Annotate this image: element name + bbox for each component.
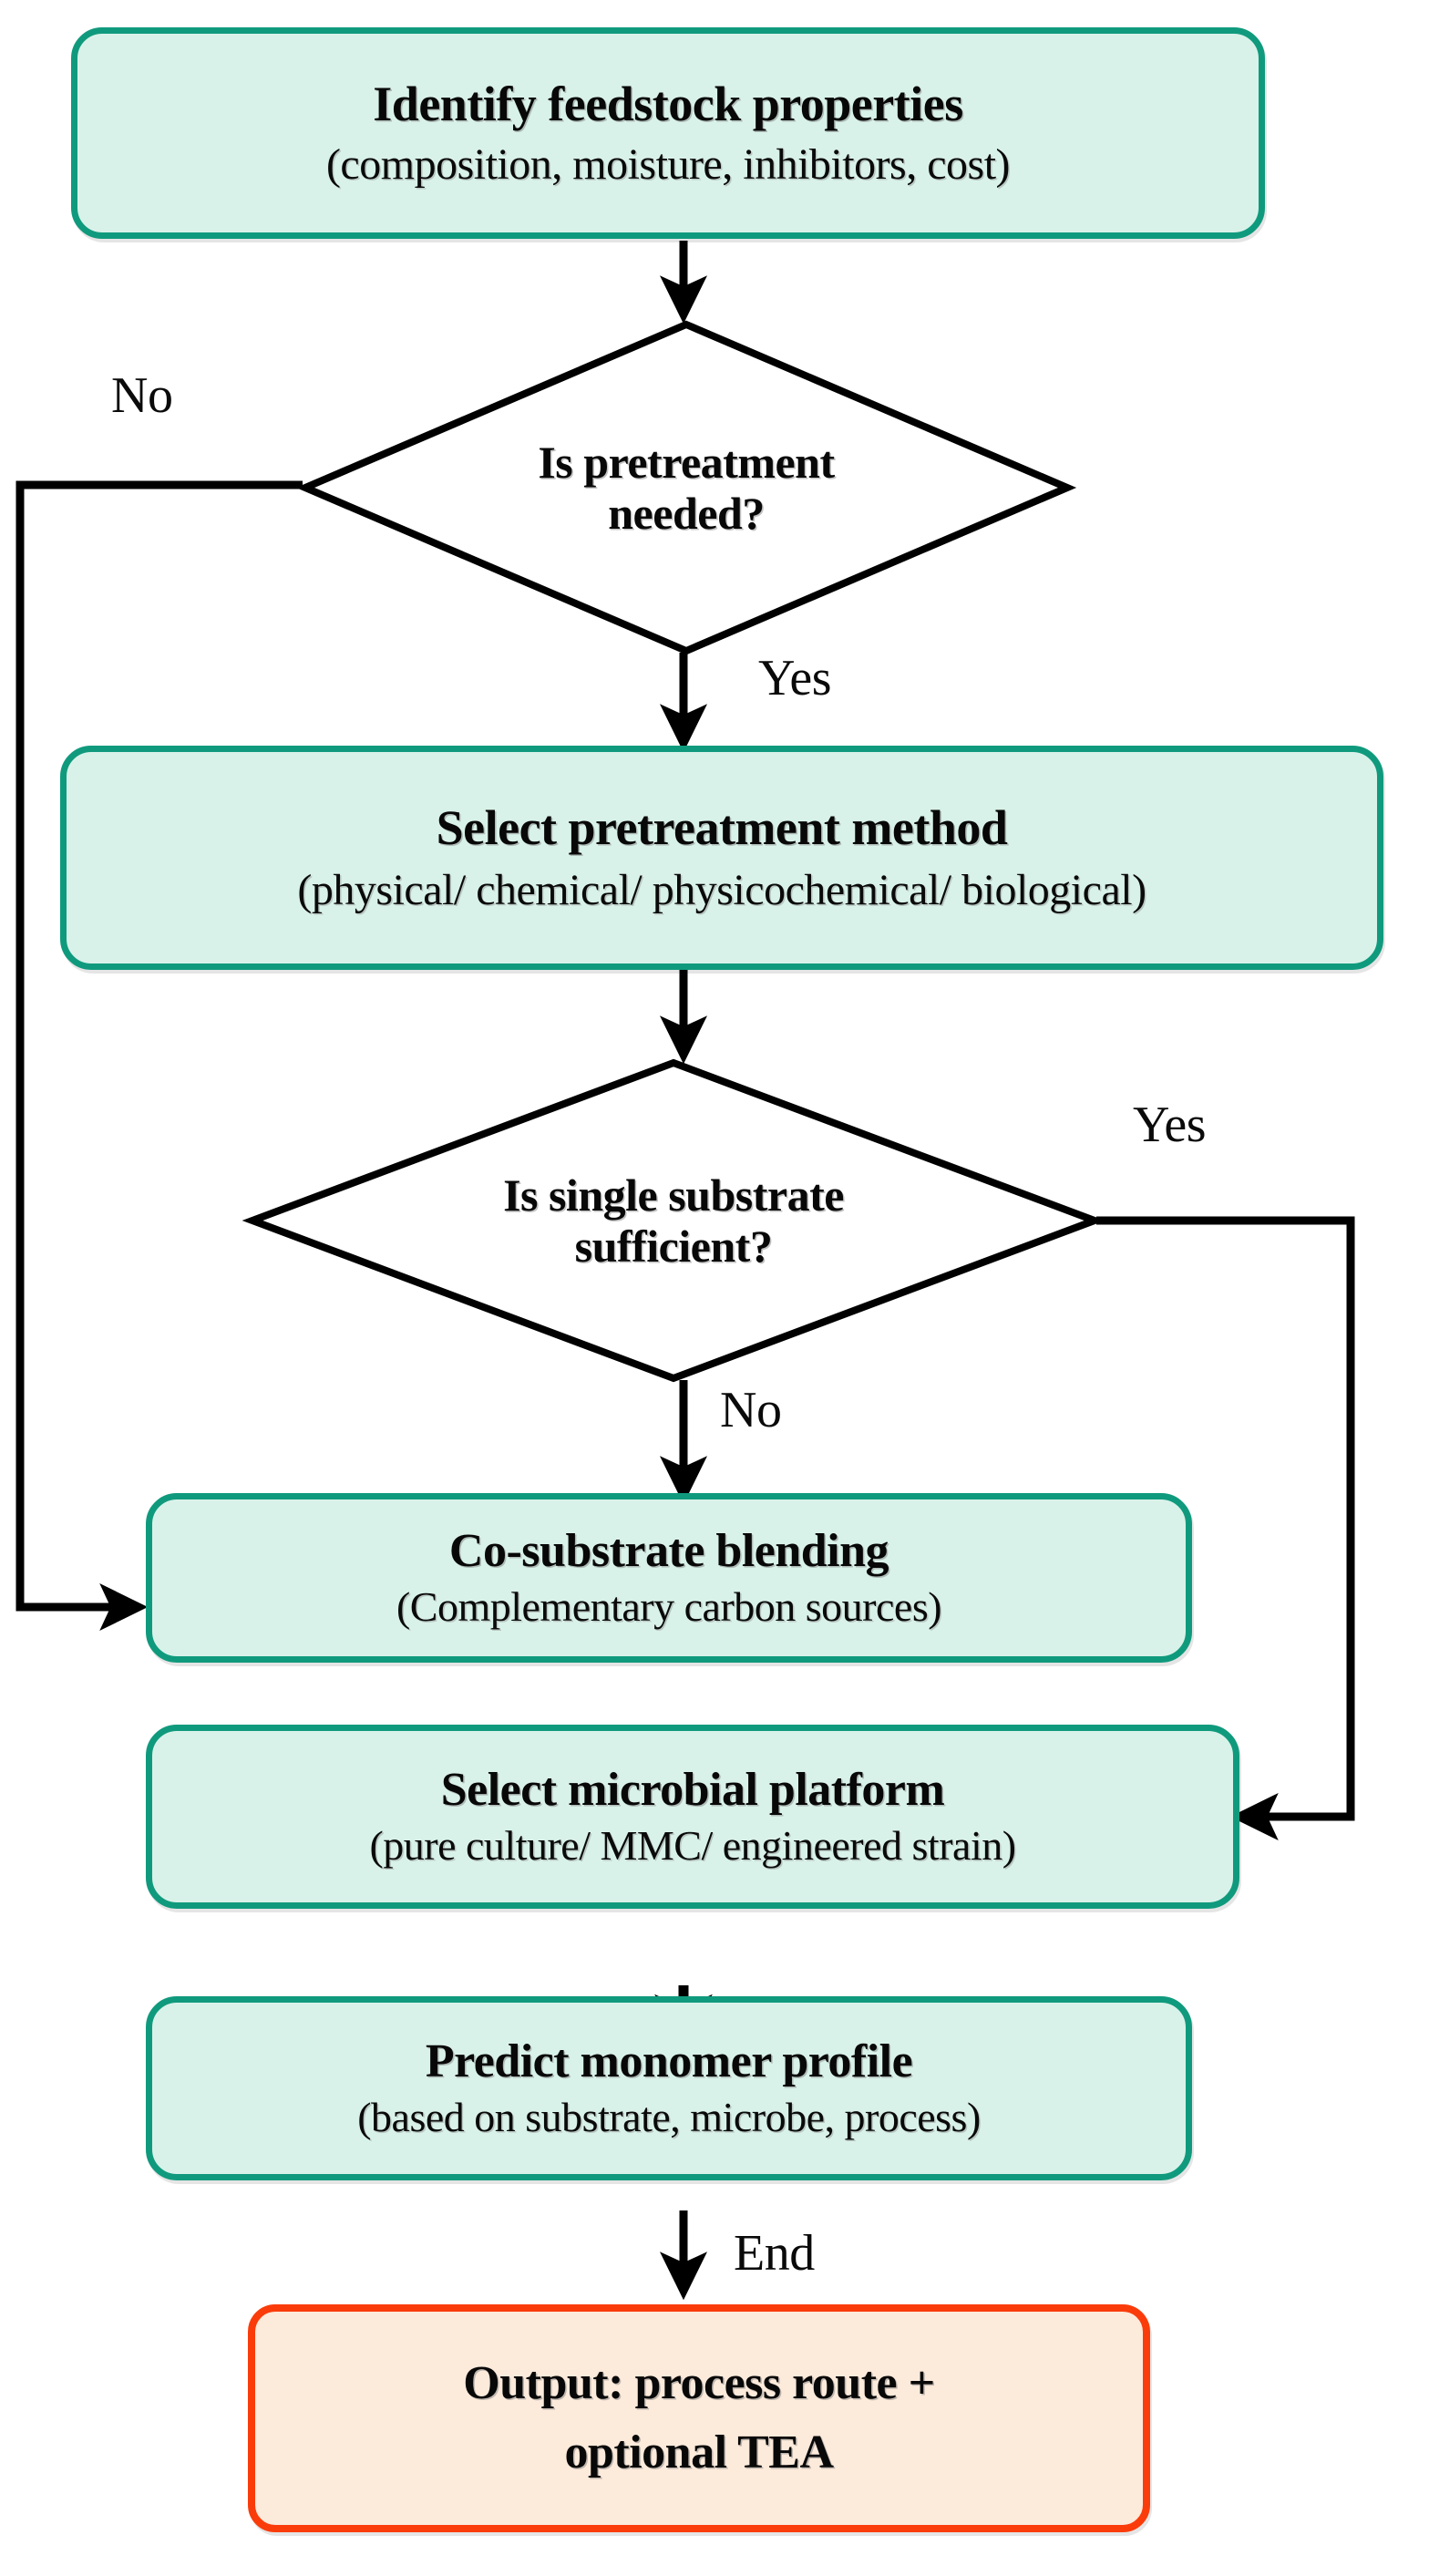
edge-label-no-substrate: No <box>720 1382 782 1438</box>
node-predict-monomer-profile[interactable]: Predict monomer profile (based on substr… <box>146 1996 1192 2180</box>
edge-substrate-yes-loop <box>1096 1216 1355 1841</box>
node-title: Co-substrate blending <box>448 1524 889 1577</box>
edge-label-yes-substrate: Yes <box>1133 1097 1206 1153</box>
diamond-shape <box>295 320 1077 655</box>
edge-label-yes-pretreatment: Yes <box>758 650 831 706</box>
node-output-process-route[interactable]: Output: process route + optional TEA <box>248 2304 1150 2532</box>
edge-label-end: End <box>734 2225 815 2282</box>
node-title: Select microbial platform <box>440 1763 945 1816</box>
node-co-substrate-blending[interactable]: Co-substrate blending (Complementary car… <box>146 1493 1192 1663</box>
node-title: Predict monomer profile <box>425 2035 913 2087</box>
node-subtitle: (composition, moisture, inhibitors, cost… <box>325 139 1011 189</box>
node-is-pretreatment-needed[interactable]: Is pretreatment needed? <box>295 320 1077 655</box>
edge-label-no-pretreatment: No <box>111 367 173 424</box>
node-select-microbial-platform[interactable]: Select microbial platform (pure culture/… <box>146 1725 1239 1909</box>
diamond-shape <box>242 1058 1105 1383</box>
edge-pretreatment-no-loop <box>15 480 303 1632</box>
node-subtitle: (pure culture/ MMC/ engineered strain) <box>369 1821 1016 1869</box>
node-title: Select pretreatment method <box>436 799 1008 855</box>
node-is-single-substrate-sufficient[interactable]: Is single substrate sufficient? <box>242 1058 1105 1383</box>
node-line-1: Output: process route + <box>463 2356 935 2409</box>
node-subtitle: (based on substrate, microbe, process) <box>357 2093 981 2140</box>
node-subtitle: (physical/ chemical/ physicochemical/ bi… <box>297 865 1146 914</box>
node-subtitle: (Complementary carbon sources) <box>396 1582 942 1630</box>
node-identify-feedstock-properties[interactable]: Identify feedstock properties (compositi… <box>71 27 1265 239</box>
node-select-pretreatment-method[interactable]: Select pretreatment method (physical/ ch… <box>60 746 1383 970</box>
node-title: Identify feedstock properties <box>373 76 963 131</box>
node-line-2: optional TEA <box>564 2427 834 2478</box>
